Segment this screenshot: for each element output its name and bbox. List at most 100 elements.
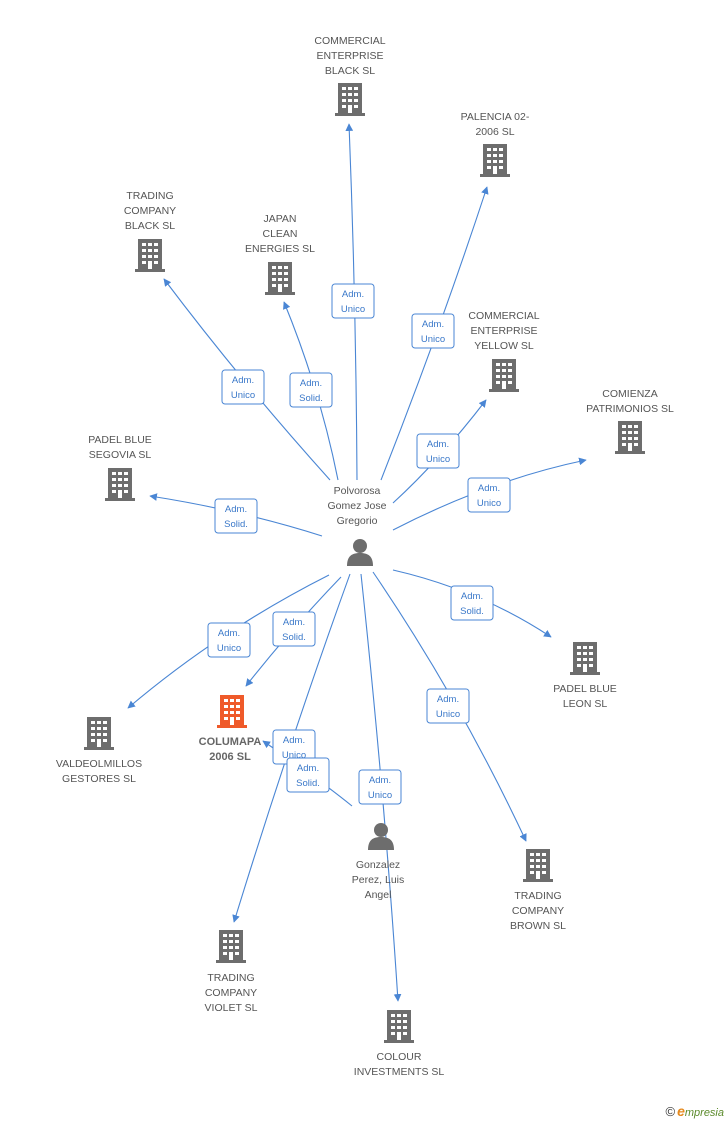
role-label-text: Solid. [460, 606, 484, 617]
company-label-trading-company-black-line: BLACK SL [125, 220, 175, 232]
building-icon [570, 642, 600, 675]
building-icon [135, 239, 165, 272]
role-label-text: Adm. [283, 735, 305, 746]
company-label-padel-blue-segovia-line: SEGOVIA SL [89, 449, 152, 461]
company-label-colour-investments-line: INVESTMENTS SL [354, 1066, 445, 1078]
role-label-text: Solid. [224, 519, 248, 530]
role-label-text: Adm. [297, 763, 319, 774]
role-label-box [411, 313, 455, 349]
role-label-text: Adm. [422, 319, 444, 330]
edge-labels-layer: Adm.UnicoAdm.UnicoAdm.UnicoAdm.Solid.Adm… [207, 283, 511, 805]
edge-center-to-columapa-2006-role-label[interactable]: Adm. Solid. [272, 611, 316, 647]
company-node-japan-clean-energies[interactable] [265, 262, 295, 295]
role-label-box [272, 611, 316, 647]
brand-name: mpresia [684, 1107, 724, 1119]
role-label-text: Adm. [225, 504, 247, 515]
company-node-trading-company-brown[interactable] [523, 849, 553, 882]
role-label-text: Unico [368, 790, 392, 801]
edge-center-to-padel-blue-leon-role-label[interactable]: Adm. Solid. [450, 585, 494, 621]
role-label-box [416, 433, 460, 469]
company-label-trading-company-violet-line: VIOLET SL [205, 1002, 258, 1014]
company-label-valdeolmillos-gestores-line: VALDEOLMILLOS [56, 758, 142, 770]
edge-center-to-palencia-02-2006-role-label[interactable]: Adm. Unico [411, 313, 455, 349]
role-label-box [358, 769, 402, 805]
role-label-text: Adm. [218, 628, 240, 639]
role-label-text: Unico [436, 709, 460, 720]
company-node-trading-company-violet[interactable] [216, 930, 246, 963]
company-node-comienza-patrimonios[interactable] [615, 421, 645, 454]
role-label-text: Adm. [300, 378, 322, 389]
edge-center-to-japan-clean-energies-role-label[interactable]: Adm. Solid. [289, 372, 333, 408]
company-label-commercial-enterprise-yellow-line: ENTERPRISE [470, 325, 537, 337]
center-person-name-line: Polvorosa [334, 485, 381, 497]
company-node-trading-company-black[interactable] [135, 239, 165, 272]
company-node-padel-blue-segovia[interactable] [105, 468, 135, 501]
company-label-trading-company-violet-line: COMPANY [205, 987, 257, 999]
second-person-name-line: Gonzalez [356, 859, 400, 871]
edge-center-to-valdeolmillos-gestores-role-label[interactable]: Adm.Unico [207, 622, 251, 658]
company-label-japan-clean-energies-line: JAPAN [263, 213, 296, 225]
company-label-trading-company-violet-line: TRADING [207, 972, 254, 984]
role-label-box [286, 757, 330, 793]
nodes-layer: COMMERCIAL ENTERPRISE BLACK SL PALENCIA 02-… [56, 35, 674, 1078]
role-label-box [221, 369, 265, 405]
role-label-text: Adm. [478, 483, 500, 494]
company-label-trading-company-brown-line: TRADING [514, 890, 561, 902]
company-node-padel-blue-leon[interactable] [570, 642, 600, 675]
company-label-trading-company-black-line: COMPANY [124, 205, 176, 217]
edge-center-to-trading-company-black-role-label[interactable]: Adm.Unico [221, 369, 265, 405]
company-label-commercial-enterprise-black-line: ENTERPRISE [316, 50, 383, 62]
role-label-text: Unico [231, 390, 255, 401]
edge-center-to-comienza-patrimonios-role-label[interactable]: Adm.Unico [467, 477, 511, 513]
edge-center-to-padel-blue-segovia-role-label[interactable]: Adm. Solid. [214, 498, 258, 534]
company-label-valdeolmillos-gestores-line: GESTORES SL [62, 773, 136, 785]
company-node-commercial-enterprise-black[interactable] [335, 83, 365, 116]
company-node-valdeolmillos-gestores[interactable] [84, 717, 114, 750]
company-label-columapa-2006-line: 2006 SL [209, 751, 251, 763]
building-icon [615, 421, 645, 454]
role-label-text: Unico [421, 334, 445, 345]
company-node-colour-investments[interactable] [384, 1010, 414, 1043]
role-label-box [467, 477, 511, 513]
building-icon [217, 695, 247, 728]
company-label-padel-blue-segovia-line: PADEL BLUE [88, 434, 152, 446]
role-label-box [214, 498, 258, 534]
role-label-text: Unico [341, 304, 365, 315]
company-label-padel-blue-leon-line: PADEL BLUE [553, 683, 617, 695]
company-label-japan-clean-energies-line: CLEAN [262, 228, 297, 240]
company-label-commercial-enterprise-yellow-line: COMMERCIAL [468, 310, 539, 322]
person-icon[interactable] [368, 823, 394, 850]
edge-center-to-trading-company-brown-role-label[interactable]: Adm.Unico [426, 688, 470, 724]
role-label-text: Adm. [283, 617, 305, 628]
building-icon [265, 262, 295, 295]
building-icon [105, 468, 135, 501]
building-icon [84, 717, 114, 750]
brand-initial: e [677, 1103, 685, 1119]
role-label-text: Unico [426, 454, 450, 465]
company-label-commercial-enterprise-black-line: BLACK SL [325, 65, 375, 77]
role-label-text: Adm. [342, 289, 364, 300]
company-node-commercial-enterprise-yellow[interactable] [489, 359, 519, 392]
role-label-box [426, 688, 470, 724]
role-label-box [289, 372, 333, 408]
edge-center-to-commercial-enterprise-black-role-label[interactable]: Adm. Unico [331, 283, 375, 319]
company-label-japan-clean-energies-line: ENERGIES SL [245, 243, 315, 255]
edge-center-to-colour-investments-role-label[interactable]: Adm.Unico [358, 769, 402, 805]
company-node-columapa-2006[interactable] [217, 695, 247, 728]
role-label-text: Adm. [461, 591, 483, 602]
company-label-columapa-2006-line: COLUMAPA [199, 736, 262, 748]
edge-second-person-to-columapa-2006-role-label[interactable]: Adm.Solid. [286, 757, 330, 793]
edge-center-to-trading-company-violet-role-label[interactable]: Adm.Unico [272, 729, 316, 765]
company-label-trading-company-black-line: TRADING [126, 190, 173, 202]
company-node-palencia-02-2006[interactable] [480, 144, 510, 177]
role-label-text: Solid. [282, 632, 306, 643]
person-icon[interactable] [347, 539, 373, 566]
company-label-palencia-02-2006-line: PALENCIA 02- [461, 111, 530, 123]
footer-brand: ©empresia [665, 1103, 724, 1119]
second-person-name-line: Angel [365, 889, 392, 901]
role-label-text: Solid. [299, 393, 323, 404]
role-label-text: Adm. [427, 439, 449, 450]
edge-center-to-commercial-enterprise-yellow-role-label[interactable]: Adm. Unico [416, 433, 460, 469]
center-person-name-line: Gregorio [337, 515, 378, 527]
